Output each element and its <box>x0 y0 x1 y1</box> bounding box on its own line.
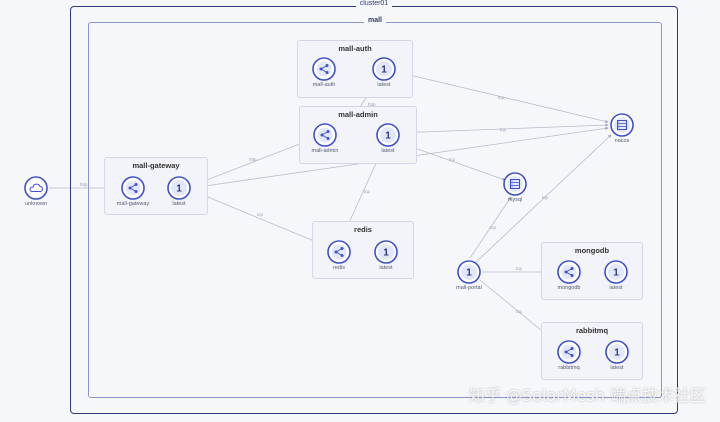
node-rabbitmq-version[interactable]: 1 <box>605 340 629 364</box>
cloud-icon <box>24 176 48 200</box>
node-label: mongodb <box>557 285 581 291</box>
edge-label: tcp <box>449 157 456 162</box>
watermark: 知乎 @SolarMesh 端点技术社区 <box>468 386 706 405</box>
node-nacos[interactable] <box>610 113 634 137</box>
edge-label: tcp <box>490 225 497 230</box>
service-share-icon <box>557 340 581 364</box>
version-badge-icon: 1 <box>167 176 191 200</box>
version-badge-icon: 1 <box>374 240 398 264</box>
node-unknown[interactable] <box>24 176 48 200</box>
edge-label: tcp <box>500 127 507 132</box>
edge-admin-nacos <box>394 123 609 134</box>
edge-label: tcp <box>516 266 523 271</box>
node-label: latest <box>377 82 391 88</box>
group-title: redis <box>354 225 372 234</box>
node-label: latest <box>609 285 623 291</box>
node-rabbitmq-service[interactable] <box>557 340 581 364</box>
group-title: mall-admin <box>338 110 378 119</box>
edge-label: tcp <box>542 195 549 200</box>
edge-auth-nacos <box>396 71 609 123</box>
version-badge-text: 1 <box>466 268 472 279</box>
version-badge-text: 1 <box>381 65 387 76</box>
group-title: mongodb <box>574 246 610 255</box>
service-share-icon <box>121 176 145 200</box>
node-mongodb-service[interactable] <box>557 260 581 284</box>
version-badge-icon: 1 <box>457 260 481 284</box>
node-mall-portal-version[interactable]: 1 <box>457 260 481 284</box>
node-label: latest <box>379 265 393 271</box>
edge-label: tcp <box>498 95 505 100</box>
group-title: mall-auth <box>338 44 372 53</box>
node-label: latest <box>172 201 186 207</box>
cluster-container[interactable]: cluster01 <box>70 0 678 414</box>
namespace-label: mall <box>363 17 386 24</box>
node-redis-service[interactable] <box>327 240 351 264</box>
version-badge-text: 1 <box>613 268 619 279</box>
node-label: rabbitmq <box>558 365 580 371</box>
node-mall-auth-service[interactable] <box>312 57 336 81</box>
node-label: mall-admin <box>311 148 339 154</box>
node-label: latest <box>610 365 624 371</box>
node-label: nacos <box>614 138 630 144</box>
node-label: redis <box>333 265 345 271</box>
group-title: mall-gateway <box>132 161 180 170</box>
node-redis-version[interactable]: 1 <box>374 240 398 264</box>
node-mall-admin-service[interactable] <box>313 123 337 147</box>
edge-label: tcp <box>516 309 523 314</box>
group-title: rabbitmq <box>575 326 609 335</box>
database-icon <box>610 113 634 137</box>
edge-label: http <box>80 182 88 187</box>
node-mall-auth-version[interactable]: 1 <box>372 57 396 81</box>
node-label: mysql <box>507 197 523 203</box>
edge-portal-nacos <box>473 134 612 265</box>
node-label: latest <box>381 148 395 154</box>
service-share-icon <box>312 57 336 81</box>
version-badge-text: 1 <box>614 348 620 359</box>
version-badge-icon: 1 <box>376 123 400 147</box>
edge-portal-mysql <box>469 196 512 259</box>
edge-label: tcp <box>364 189 371 194</box>
service-share-icon <box>327 240 351 264</box>
group-mall-gateway[interactable]: mall-gateway <box>104 157 208 215</box>
version-badge-icon: 1 <box>605 340 629 364</box>
node-label: mall-portal <box>456 285 482 291</box>
service-share-icon <box>557 260 581 284</box>
namespace-container[interactable]: mall <box>88 17 662 398</box>
node-mall-gateway-service[interactable] <box>121 176 145 200</box>
edge-label: http <box>368 102 376 107</box>
node-label: unknown <box>24 201 48 207</box>
node-mall-admin-version[interactable]: 1 <box>376 123 400 147</box>
node-label: mall-gateway <box>116 201 150 207</box>
service-share-icon <box>313 123 337 147</box>
cluster-label: cluster01 <box>355 0 393 7</box>
version-badge-icon: 1 <box>604 260 628 284</box>
database-icon <box>503 172 527 196</box>
node-mall-gateway-version[interactable]: 1 <box>167 176 191 200</box>
edge-gateway-admin <box>190 139 311 187</box>
version-badge-icon: 1 <box>372 57 396 81</box>
node-mongodb-version[interactable]: 1 <box>604 260 628 284</box>
node-mysql[interactable] <box>503 172 527 196</box>
node-label: mall-auth <box>312 82 336 88</box>
version-badge-text: 1 <box>383 248 389 259</box>
edge-gateway-redis <box>190 189 327 247</box>
edge-label: tcp <box>257 212 264 217</box>
version-badge-text: 1 <box>385 131 391 142</box>
version-badge-text: 1 <box>176 184 182 195</box>
edge-label: http <box>249 157 257 162</box>
